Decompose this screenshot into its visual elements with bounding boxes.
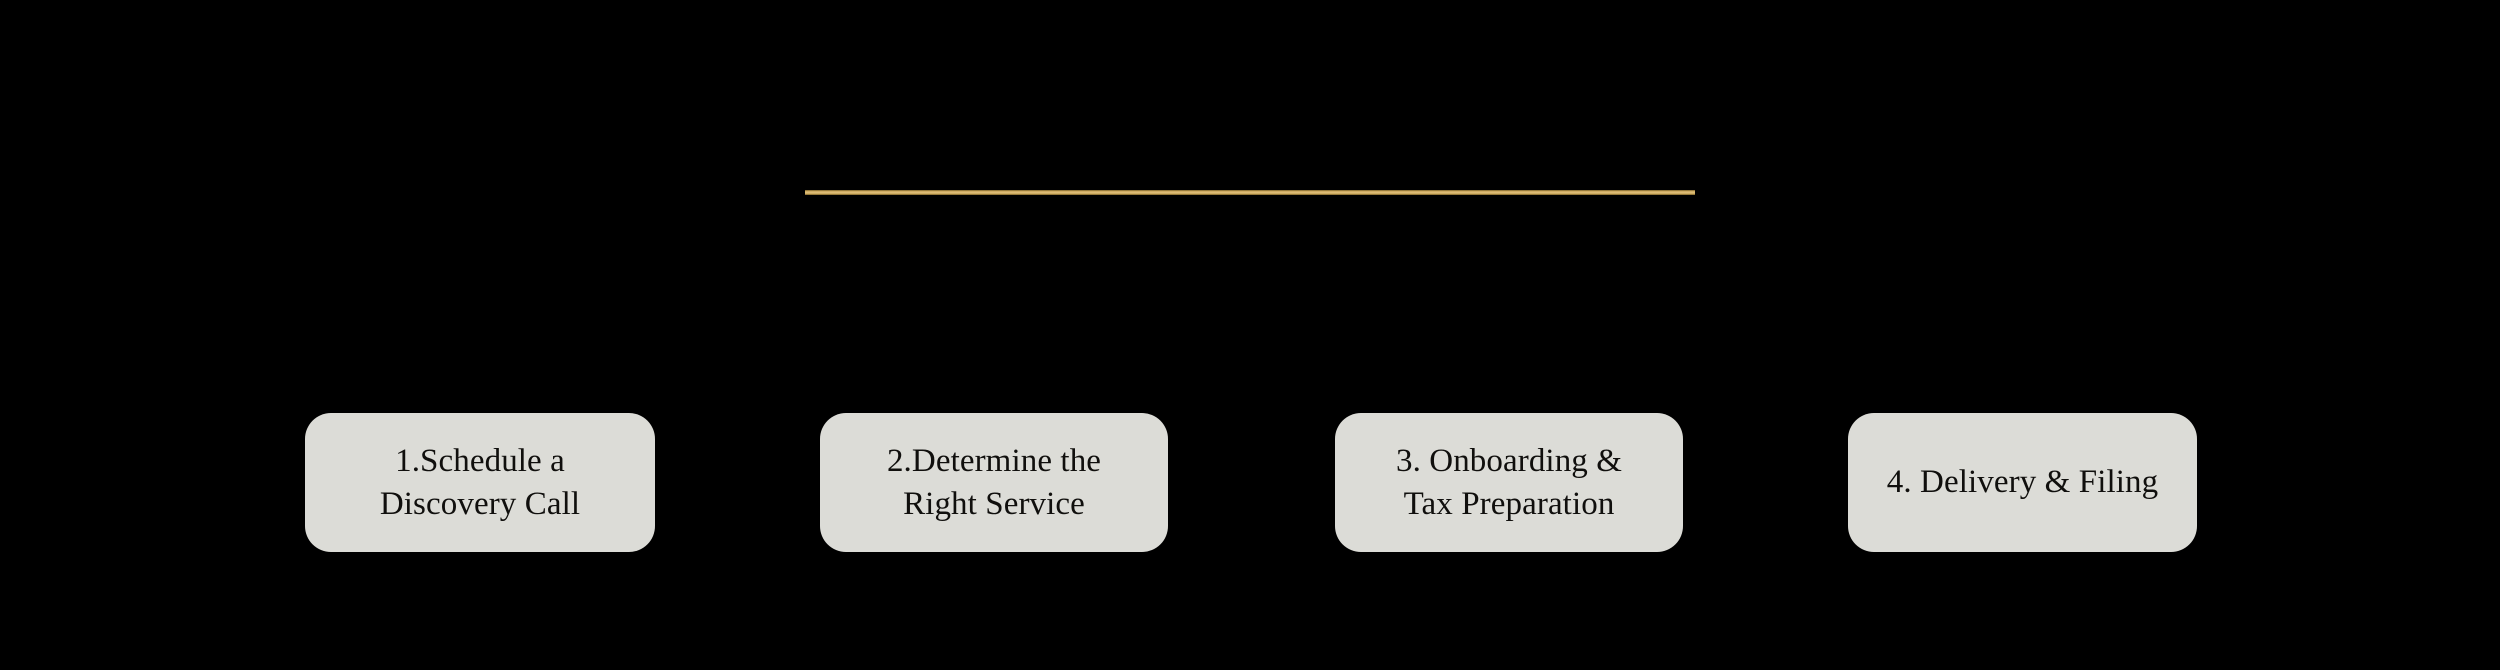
- process-step-3[interactable]: 3. Onboarding & Tax Preparation: [1335, 413, 1683, 552]
- process-step-3-label: 3. Onboarding & Tax Preparation: [1395, 442, 1623, 522]
- gold-divider-rule: [805, 190, 1695, 195]
- process-step-1-label: 1.Schedule a Discovery Call: [379, 442, 581, 522]
- process-step-row: 1.Schedule a Discovery Call 2.Determine …: [0, 413, 2500, 553]
- process-step-2-label: 2.Determine the Right Service: [886, 442, 1102, 522]
- process-step-1[interactable]: 1.Schedule a Discovery Call: [305, 413, 655, 552]
- process-step-4[interactable]: 4. Delivery & Filing: [1848, 413, 2197, 552]
- process-step-4-label: 4. Delivery & Filing: [1886, 464, 2159, 501]
- process-step-2[interactable]: 2.Determine the Right Service: [820, 413, 1168, 552]
